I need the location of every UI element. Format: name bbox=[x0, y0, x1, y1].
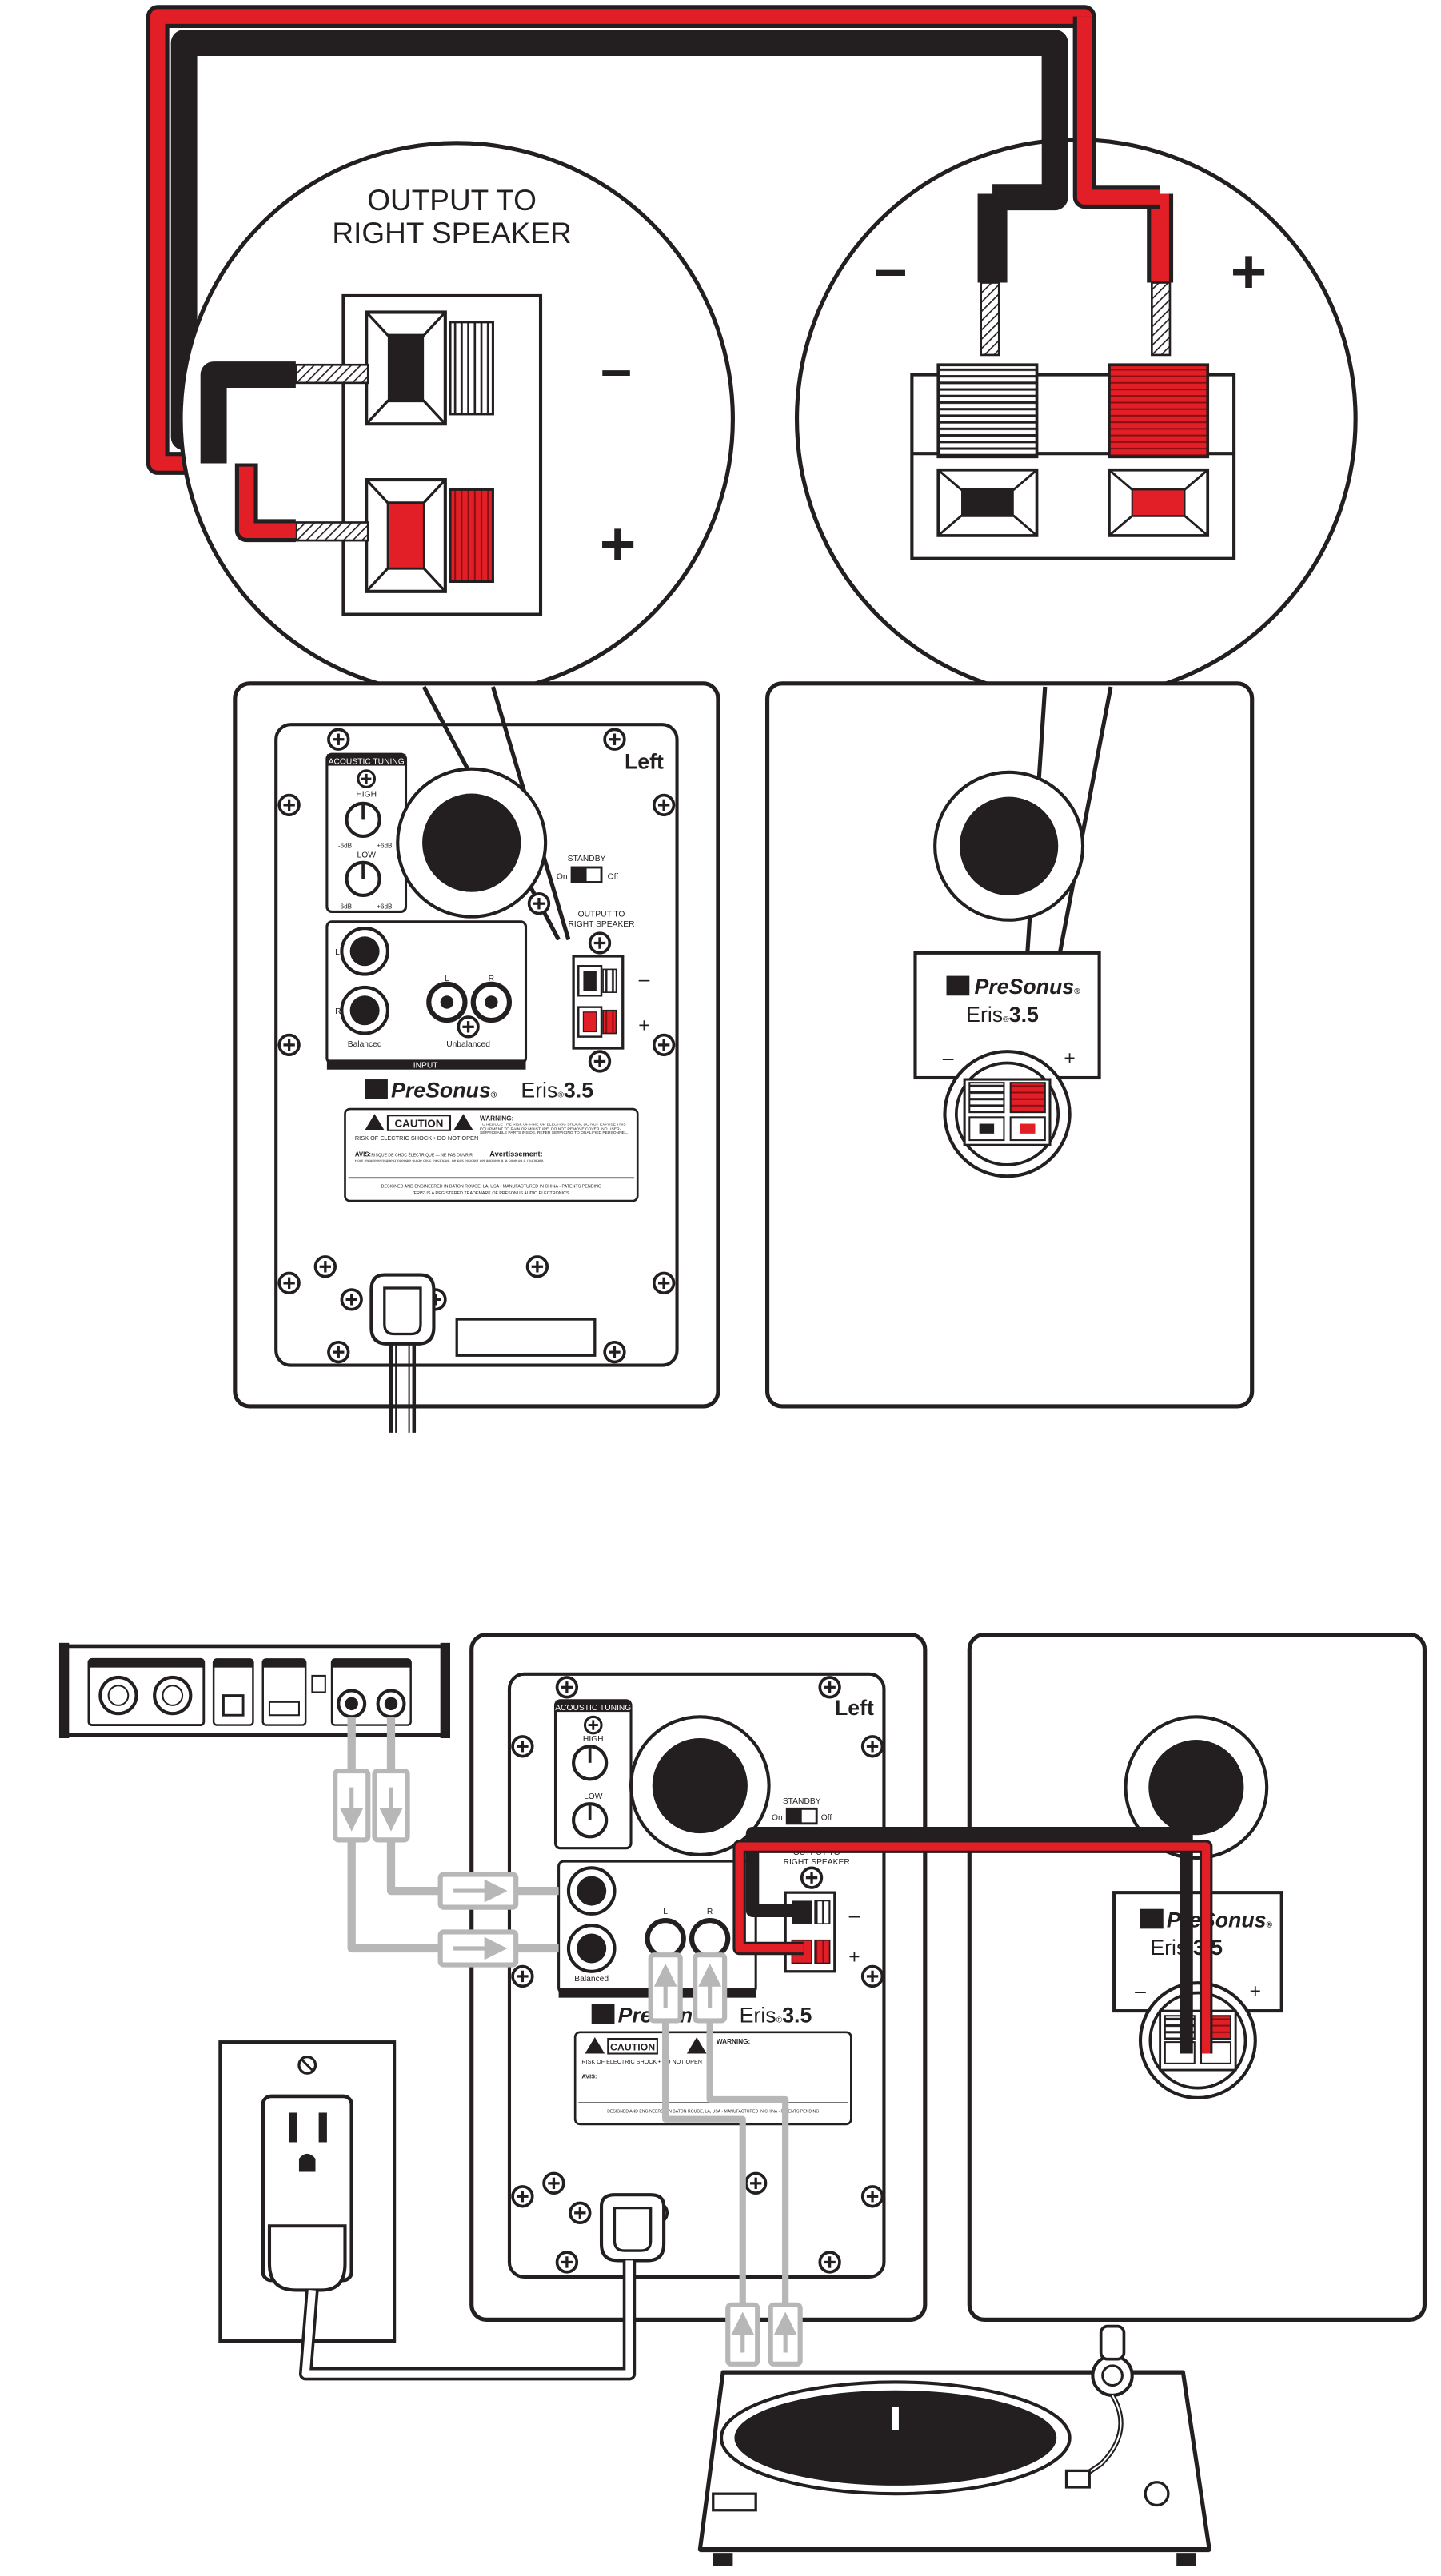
svg-text:RIGHT SPEAKER: RIGHT SPEAKER bbox=[784, 1858, 850, 1867]
callout-left-title-2: RIGHT SPEAKER bbox=[332, 217, 571, 249]
svg-text:INPUT: INPUT bbox=[413, 1062, 439, 1071]
svg-text:L: L bbox=[663, 1908, 668, 1916]
svg-text:-6dB: -6dB bbox=[338, 903, 353, 910]
svg-text:LOW: LOW bbox=[357, 851, 377, 860]
top-left-side-label: Left bbox=[625, 750, 664, 774]
svg-text:AVIS:: AVIS: bbox=[581, 2072, 597, 2080]
svg-text:–: – bbox=[849, 1905, 860, 1927]
svg-text:Eris®3.5: Eris®3.5 bbox=[740, 2003, 812, 2027]
callout-right-pos-clip bbox=[1108, 363, 1210, 459]
svg-text:Avertissement:: Avertissement: bbox=[489, 1150, 542, 1158]
callout-left-positive-terminal bbox=[365, 478, 494, 593]
svg-text:RISK OF ELECTRIC SHOCK • DO NO: RISK OF ELECTRIC SHOCK • DO NOT OPEN bbox=[581, 2058, 702, 2065]
callout-left-negative-terminal bbox=[365, 310, 494, 426]
callout-left-plus-sign: + bbox=[600, 508, 637, 579]
svg-text:LOW: LOW bbox=[584, 1792, 603, 1801]
speaker-cable-bottom bbox=[732, 1826, 1213, 2054]
interface-usb-port[interactable] bbox=[222, 1694, 245, 1717]
svg-text:-6dB: -6dB bbox=[338, 842, 353, 849]
svg-text:–: – bbox=[639, 969, 650, 991]
callout-left-minus-sign: – bbox=[601, 337, 632, 400]
turntable-rca-cables bbox=[648, 1952, 803, 2367]
bottom-right-speaker: PreSonus® Eris®3.5 – + bbox=[967, 1632, 1427, 2322]
svg-text:Eris®3.5: Eris®3.5 bbox=[966, 1003, 1039, 1027]
svg-text:Balanced: Balanced bbox=[348, 1040, 382, 1049]
svg-text:Off: Off bbox=[821, 1814, 832, 1823]
svg-text:+: + bbox=[848, 1946, 860, 1968]
svg-text:Unbalanced: Unbalanced bbox=[446, 1040, 490, 1049]
top-right-speaker: PreSonus® Eris®3.5 – + bbox=[764, 681, 1255, 1409]
svg-text:OUTPUT TO: OUTPUT TO bbox=[578, 911, 625, 919]
power-cable bbox=[298, 2260, 637, 2381]
svg-text:On: On bbox=[772, 1814, 783, 1823]
svg-text:CAUTION: CAUTION bbox=[610, 2041, 655, 2052]
callout-right-minus-sign: – bbox=[874, 236, 907, 302]
svg-text:–: – bbox=[1135, 1981, 1146, 2003]
svg-text:Balanced: Balanced bbox=[574, 1975, 609, 1984]
svg-text:+: + bbox=[1064, 1048, 1075, 1070]
svg-text:RIGHT SPEAKER: RIGHT SPEAKER bbox=[568, 920, 634, 929]
svg-text:R: R bbox=[335, 1007, 341, 1016]
svg-text:DESIGNED AND ENGINEERED IN BAT: DESIGNED AND ENGINEERED IN BATON ROUGE, … bbox=[607, 2109, 819, 2114]
callout-right-plus-sign: + bbox=[1231, 236, 1267, 306]
svg-text:HIGH: HIGH bbox=[583, 1735, 604, 1744]
svg-text:CAUTION: CAUTION bbox=[395, 1118, 444, 1130]
interface-trs-cables bbox=[333, 1717, 559, 1968]
top-acoustic-tuning-panel: ACOUSTIC TUNING HIGH -6dB +6dB LOW -6dB … bbox=[325, 752, 408, 914]
svg-text:"ERIS" IS A REGISTERED TRADEMA: "ERIS" IS A REGISTERED TRADEMARK OF PRES… bbox=[413, 1191, 570, 1196]
svg-text:RISK OF ELECTRIC SHOCK • DO NO: RISK OF ELECTRIC SHOCK • DO NOT OPEN bbox=[355, 1134, 478, 1142]
callout-right-neg-socket bbox=[936, 468, 1039, 537]
turntable-tonearm bbox=[1064, 2324, 1134, 2489]
svg-text:STANDBY: STANDBY bbox=[568, 855, 606, 863]
turntable bbox=[697, 2324, 1211, 2566]
svg-text:STANDBY: STANDBY bbox=[783, 1797, 821, 1806]
svg-text:ACOUSTIC TUNING: ACOUSTIC TUNING bbox=[555, 1704, 631, 1713]
callout-left-cable-ends bbox=[200, 361, 296, 543]
callout-right-pos-socket bbox=[1108, 468, 1210, 537]
svg-text:ACOUSTIC TUNING: ACOUSTIC TUNING bbox=[329, 758, 405, 767]
top-left-brand: PreSonus® Eris®3.5 bbox=[365, 1079, 593, 1103]
svg-text:+: + bbox=[1250, 1981, 1261, 2003]
bottom-left-side-label: Left bbox=[835, 1696, 874, 1720]
audio-interface bbox=[58, 1642, 450, 1738]
callout-right-neg-clip bbox=[936, 363, 1039, 459]
callout-left-bare-wire-pos bbox=[294, 521, 369, 542]
top-serial-label bbox=[455, 1318, 597, 1357]
svg-text:WARNING:: WARNING: bbox=[717, 2038, 750, 2045]
svg-text:R: R bbox=[707, 1908, 713, 1916]
callout-left-magnifier: OUTPUT TO RIGHT SPEAKER – + bbox=[178, 141, 735, 873]
svg-text:+6dB: +6dB bbox=[377, 903, 393, 910]
svg-text:+6dB: +6dB bbox=[377, 842, 393, 849]
svg-text:PreSonus®: PreSonus® bbox=[391, 1079, 497, 1103]
top-standby-switch[interactable]: STANDBY On Off bbox=[557, 855, 618, 883]
svg-text:L: L bbox=[445, 975, 449, 983]
svg-text:R: R bbox=[489, 975, 494, 983]
svg-text:HIGH: HIGH bbox=[356, 791, 377, 800]
top-right-brand-name: PreSonus bbox=[974, 975, 1074, 999]
top-input-panel: INPUT L R Balanced L R Unbalanced bbox=[325, 920, 528, 1071]
svg-text:DESIGNED AND ENGINEERED IN BAT: DESIGNED AND ENGINEERED IN BATON ROUGE, … bbox=[381, 1185, 601, 1190]
callout-left-title-1: OUTPUT TO bbox=[367, 184, 537, 217]
svg-text:AVIS:: AVIS: bbox=[355, 1151, 371, 1158]
callout-right-bare-wire-neg bbox=[980, 281, 1000, 357]
svg-text:Off: Off bbox=[608, 872, 619, 881]
top-power-inlet bbox=[369, 1273, 436, 1433]
svg-text:PreSonus®: PreSonus® bbox=[974, 975, 1080, 999]
svg-text:–: – bbox=[943, 1048, 954, 1070]
top-warning-label: CAUTION RISK OF ELECTRIC SHOCK • DO NOT … bbox=[344, 1107, 639, 1202]
callout-right-bare-wire-pos bbox=[1151, 281, 1172, 357]
svg-text:On: On bbox=[557, 872, 568, 881]
top-left-brand-name: PreSonus bbox=[391, 1079, 491, 1103]
top-left-speaker: Left ACOUSTIC TUNING HIGH -6dB +6dB LOW … bbox=[233, 681, 720, 1433]
svg-text:Eris®3.5: Eris®3.5 bbox=[521, 1079, 593, 1103]
svg-text:RISQUE DE CHOC ÉLECTRIQUE — NE: RISQUE DE CHOC ÉLECTRIQUE — NE PAS OUVRI… bbox=[371, 1153, 473, 1158]
svg-text:+: + bbox=[638, 1015, 649, 1036]
turntable-start-button[interactable] bbox=[712, 2492, 757, 2512]
top-output-terminals: OUTPUT TO RIGHT SPEAKER – + bbox=[568, 911, 650, 1073]
svg-text:L: L bbox=[335, 948, 340, 957]
svg-text:WARNING:: WARNING: bbox=[480, 1115, 513, 1122]
callout-left-bare-wire-neg bbox=[294, 363, 369, 385]
